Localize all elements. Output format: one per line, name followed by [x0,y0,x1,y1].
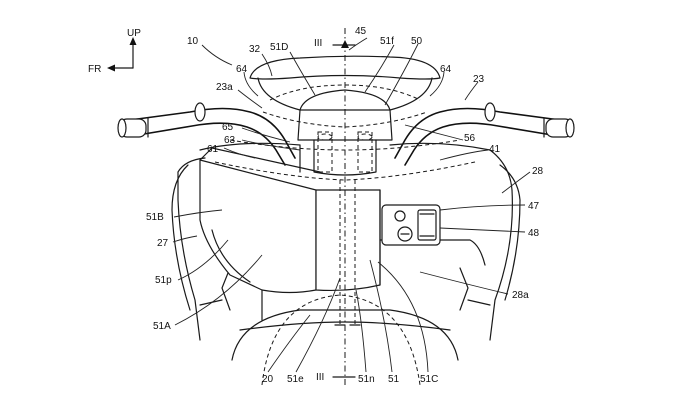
leader-lines [172,37,531,373]
label-23: 23 [473,74,485,85]
reference-labels: 10 32 51D III 45 51f 50 64 64 23 23a 65 … [146,26,544,385]
switch-unit [381,204,441,246]
orientation-indicator: UP FR [88,28,141,75]
ignition-knob-icon [397,226,413,242]
label-51f: 51f [380,36,394,47]
label-51C: 51C [420,374,438,385]
switch-panel [381,204,441,246]
label-20: 20 [262,374,274,385]
label-64-left: 64 [236,64,248,75]
pocket-lid [199,147,486,326]
label-51e: 51e [287,374,304,385]
up-label: UP [127,28,141,39]
label-65: 65 [222,122,234,133]
label-56: 56 [464,133,476,144]
label-23a: 23a [216,82,233,93]
handlebar [117,102,575,166]
section-mark-bottom: III [316,372,324,383]
section-mark-top: III [314,38,322,49]
label-51A: 51A [153,321,171,332]
label-28a: 28a [512,290,529,301]
label-63: 63 [224,135,236,146]
label-32: 32 [249,44,261,55]
label-45: 45 [355,26,367,37]
label-28: 28 [532,166,544,177]
label-64-right: 64 [440,64,452,75]
key-hole-icon [394,210,406,222]
fr-arrow-head [107,64,115,72]
push-switch [417,209,437,241]
label-47: 47 [528,201,540,212]
up-arrow-head [129,37,137,45]
label-61: 61 [207,144,219,155]
label-51p: 51p [155,275,172,286]
fr-label: FR [88,64,101,75]
label-51n: 51n [358,374,375,385]
label-50: 50 [411,36,423,47]
label-41: 41 [489,144,501,155]
label-27: 27 [157,238,169,249]
label-10: 10 [187,36,199,47]
label-48: 48 [528,228,540,239]
label-51: 51 [388,374,400,385]
label-51B: 51B [146,212,164,223]
center-line [332,28,356,388]
label-51D: 51D [270,42,288,53]
